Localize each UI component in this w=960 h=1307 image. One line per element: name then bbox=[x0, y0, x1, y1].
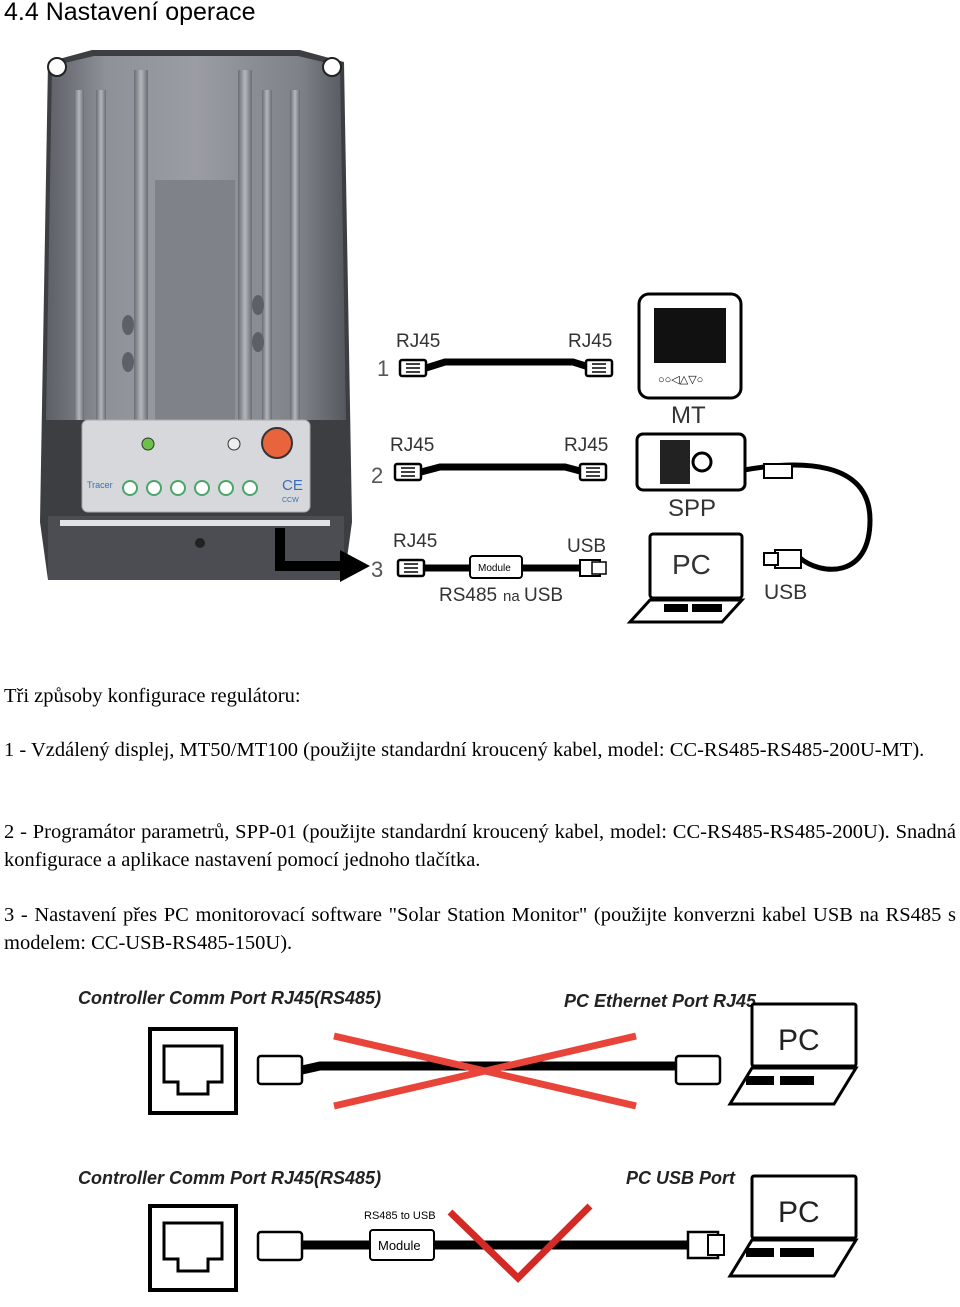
cable-row-3: 3 RJ45 USB Module RS485 na USB bbox=[371, 531, 607, 606]
spp-label: SPP bbox=[668, 495, 716, 522]
controller-illustration: Tracer CE CCW bbox=[40, 50, 370, 582]
pc-laptop: PC USB bbox=[626, 532, 807, 624]
module-label: Module bbox=[478, 563, 511, 574]
mt-label: MT bbox=[671, 402, 706, 429]
pc-label: PC bbox=[672, 549, 711, 580]
spp-device: SPP bbox=[635, 432, 747, 522]
correct-connection-diagram: Controller Comm Port RJ45(RS485) PC USB … bbox=[78, 1168, 859, 1292]
intro-text: Tři způsoby konfigurace regulátoru: bbox=[4, 685, 301, 707]
svg-text:PC Ethernet Port RJ45: PC Ethernet Port RJ45 bbox=[564, 991, 757, 1011]
controller-brand: Tracer bbox=[87, 480, 113, 490]
usb-label: USB bbox=[764, 581, 807, 604]
controller-sub: CCW bbox=[282, 497, 299, 504]
svg-text:PC: PC bbox=[778, 1196, 820, 1229]
svg-text:USB: USB bbox=[567, 536, 606, 557]
svg-text:PC USB Port: PC USB Port bbox=[626, 1168, 736, 1188]
svg-text:RJ45: RJ45 bbox=[390, 435, 434, 456]
method-3-text: 3 - Nastavení přes PC monitorovací softw… bbox=[4, 904, 956, 954]
svg-text:na: na bbox=[503, 588, 520, 605]
wrong-connection-diagram: Controller Comm Port RJ45(RS485) PC Ethe… bbox=[78, 988, 859, 1115]
svg-text:3: 3 bbox=[371, 557, 383, 582]
cable-row-1: 1 RJ45 RJ45 bbox=[377, 331, 614, 381]
svg-text:RJ45: RJ45 bbox=[568, 331, 612, 352]
method-2-text: 2 - Programátor parametrů, SPP-01 (použi… bbox=[4, 821, 956, 871]
svg-text:RS485: RS485 bbox=[439, 585, 497, 606]
svg-text:2: 2 bbox=[371, 463, 383, 488]
cable-row-2: 2 RJ45 RJ45 bbox=[371, 435, 608, 488]
svg-text:RJ45: RJ45 bbox=[564, 435, 608, 456]
mt-display-device: ○○◁△▽○ MT bbox=[637, 292, 743, 429]
module-label-2: Module bbox=[378, 1238, 421, 1253]
svg-text:RJ45: RJ45 bbox=[393, 531, 437, 552]
ce-mark: CE bbox=[282, 477, 303, 494]
svg-text:PC: PC bbox=[778, 1024, 820, 1057]
module-caption: RS485 to USB bbox=[364, 1210, 436, 1222]
svg-text:1: 1 bbox=[377, 356, 389, 381]
svg-text:Controller Comm Port RJ45(RS48: Controller Comm Port RJ45(RS485) bbox=[78, 1168, 381, 1188]
svg-text:RJ45: RJ45 bbox=[396, 331, 440, 352]
method-1-text: 1 - Vzdálený displej, MT50/MT100 (použij… bbox=[4, 739, 925, 761]
svg-text:○○◁△▽○: ○○◁△▽○ bbox=[658, 374, 703, 386]
svg-text:USB: USB bbox=[524, 585, 563, 606]
svg-text:Controller Comm Port RJ45(RS48: Controller Comm Port RJ45(RS485) bbox=[78, 988, 381, 1008]
section-heading: 4.4 Nastavení operace bbox=[4, 0, 256, 26]
